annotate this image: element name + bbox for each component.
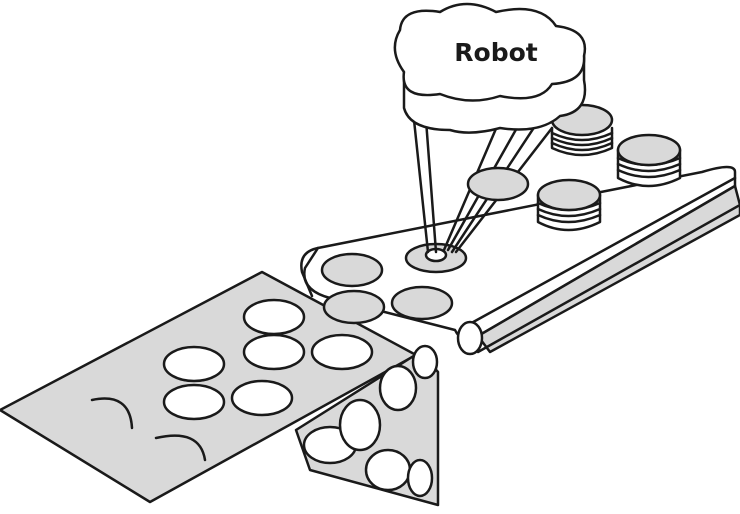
punched-sheet [0, 270, 440, 507]
robot-label: Robot [454, 38, 537, 67]
lifted-disc [466, 166, 530, 202]
disc-stack-2 [616, 133, 682, 188]
disc-stack-3 [536, 178, 602, 232]
sheet-holes [162, 298, 374, 421]
belt-discs [320, 252, 454, 325]
target-disc [404, 242, 468, 274]
conveyor-belt [300, 165, 740, 356]
disc-stacks [536, 103, 682, 232]
robot-head: Robot [393, 2, 587, 134]
